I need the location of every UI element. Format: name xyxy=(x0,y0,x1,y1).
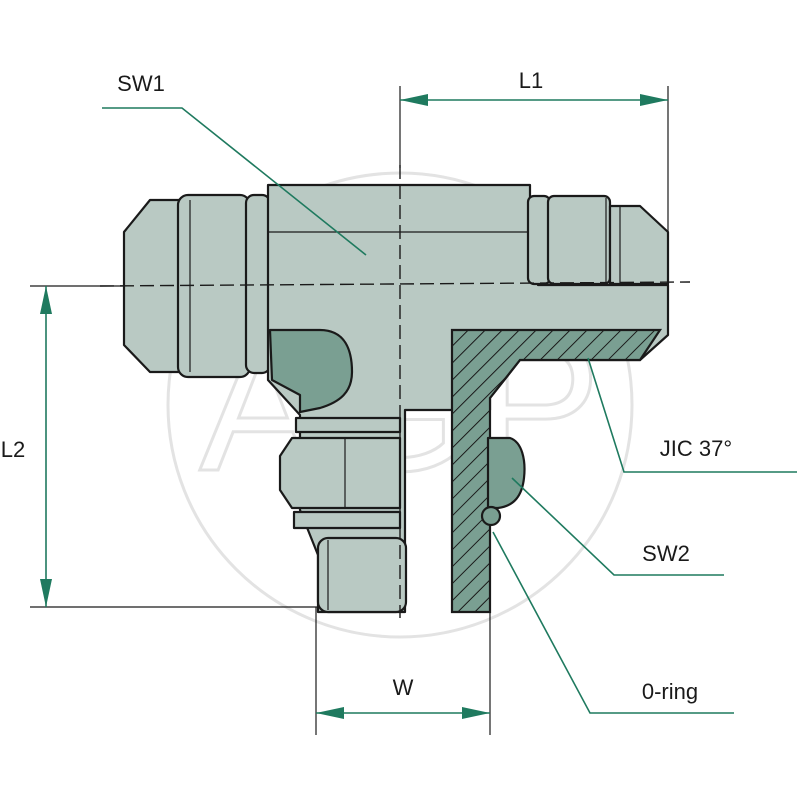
w-dimension: W xyxy=(315,607,491,735)
label-sw2: SW2 xyxy=(642,541,690,566)
lower-stud xyxy=(316,536,408,614)
lock-nut xyxy=(278,416,526,530)
right-jic-end xyxy=(526,194,670,286)
leader-lines xyxy=(102,107,797,714)
l2-dimension: L2 xyxy=(1,285,318,608)
label-l1: L1 xyxy=(519,68,543,93)
label-oring: 0-ring xyxy=(642,679,698,704)
section-hatch xyxy=(450,328,663,614)
center-lines xyxy=(99,165,691,618)
label-sw1: SW1 xyxy=(117,71,165,96)
label-l2: L2 xyxy=(1,437,25,462)
label-jic: JIC 37° xyxy=(660,436,732,461)
l1-dimension: L1 xyxy=(399,68,669,232)
label-w: W xyxy=(393,675,414,700)
